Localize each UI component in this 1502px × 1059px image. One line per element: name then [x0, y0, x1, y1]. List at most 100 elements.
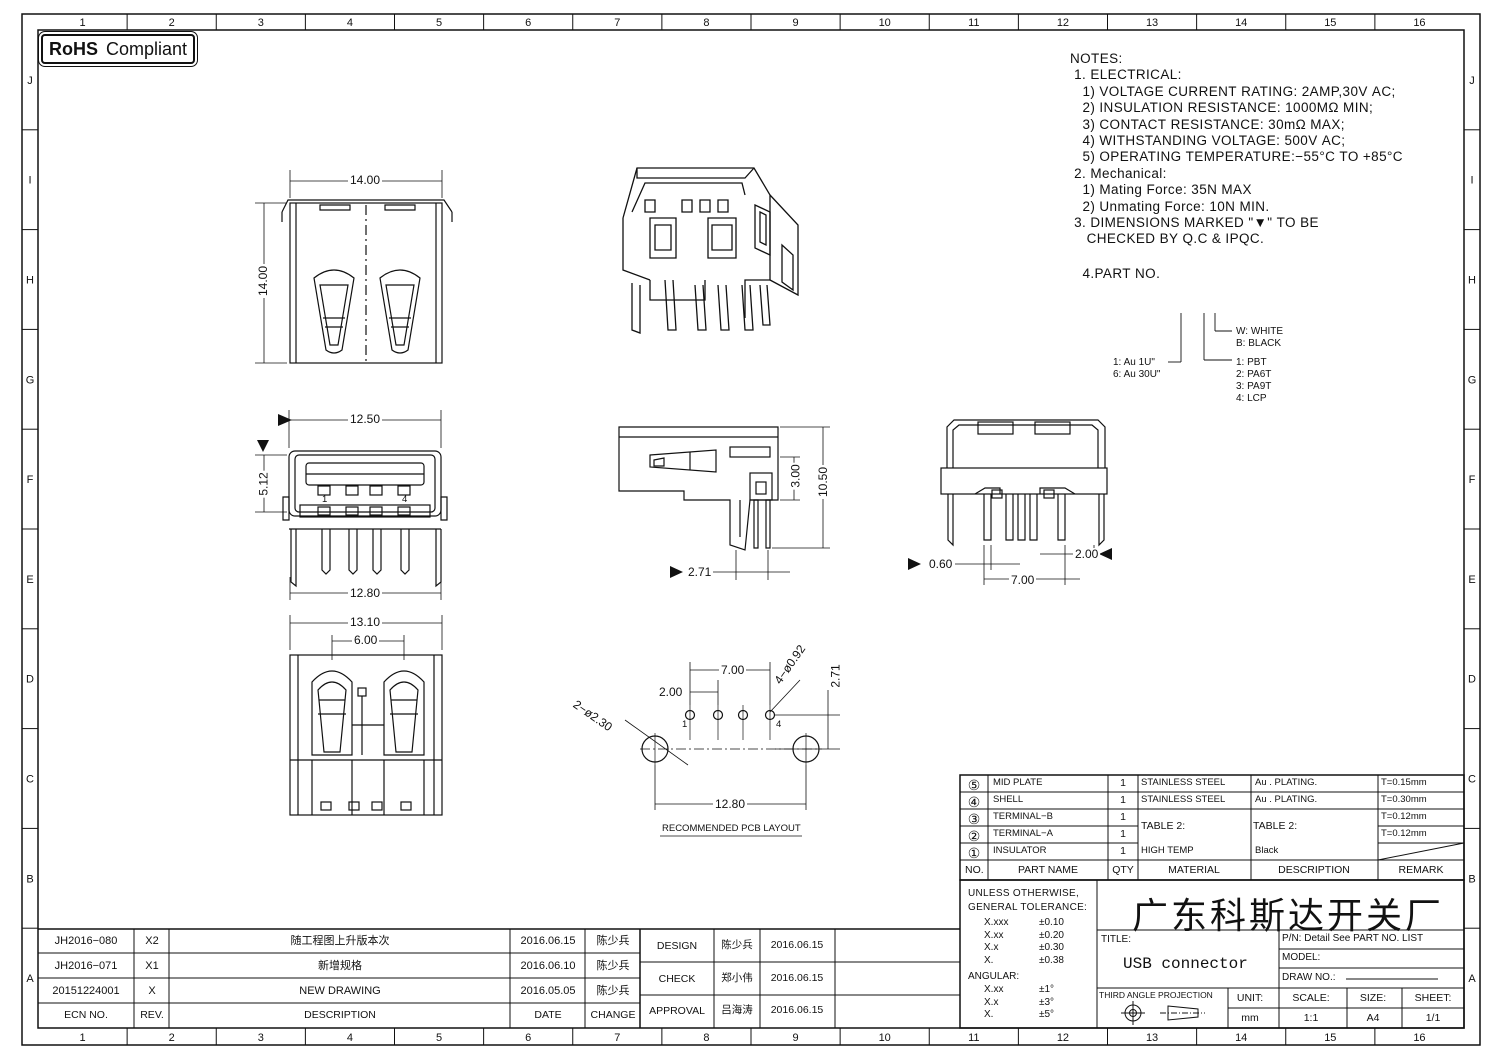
- plating-option: 1: Au 1U": [1113, 357, 1155, 368]
- grid-column-label: 2: [169, 1032, 175, 1044]
- bom-header: PART NAME: [1017, 864, 1079, 876]
- dim-pcb-span: 7.00: [719, 663, 747, 677]
- title-block-lines: [959, 879, 1465, 1029]
- tolerance-class: X.: [984, 1009, 994, 1020]
- sheet-value: 1/1: [1425, 1012, 1441, 1024]
- grid-column-label: 7: [614, 17, 620, 29]
- grid-column-label: 9: [793, 17, 799, 29]
- bom-qty: 1: [1120, 794, 1126, 806]
- revision-header: CHANGE: [590, 1009, 636, 1021]
- bottom-view: [289, 615, 443, 816]
- check-mark-arrow: [257, 440, 269, 452]
- color-option: W: WHITE: [1236, 326, 1284, 337]
- tolerance-title: GENERAL TOLERANCE:: [968, 902, 1088, 913]
- sheet-label: SHEET:: [1414, 992, 1452, 1004]
- grid-column-label: 15: [1324, 1032, 1336, 1044]
- grid-column-label: 10: [879, 1032, 891, 1044]
- revision-header: ECN NO.: [64, 1009, 108, 1021]
- pin-label: 4: [402, 494, 408, 505]
- note-line: 1. ELECTRICAL:: [1070, 67, 1182, 83]
- part-no-leaders: [1168, 313, 1232, 363]
- company-name: 广东科斯达开关厂: [1132, 896, 1445, 937]
- dim-bottom-inner: 6.00: [352, 633, 380, 647]
- tolerance-value: ±5°: [1039, 1009, 1055, 1020]
- bom-part-name: SHELL: [993, 794, 1024, 805]
- revision-table-lines: [38, 928, 960, 1028]
- grid-row-label: D: [1468, 674, 1476, 686]
- grid-column-label: 14: [1235, 1032, 1247, 1044]
- pcb-layout: [624, 662, 840, 837]
- check-mark-arrow: [670, 566, 683, 578]
- grid-column-label: 9: [793, 1032, 799, 1044]
- bom-description: Au . PLATING.: [1255, 777, 1318, 788]
- bom-remark: T=0.12mm: [1381, 828, 1427, 839]
- bom-header: NO.: [965, 864, 984, 876]
- approval-date: 2016.06.15: [770, 1004, 824, 1016]
- drawing-title: USB connector: [1123, 955, 1248, 973]
- dim-side-offset: 2.71: [686, 565, 714, 579]
- grid-row-label: B: [26, 873, 33, 885]
- bom-no: ①: [967, 845, 981, 861]
- dim-front-bottom: 12.80: [348, 586, 383, 600]
- tolerance-class: X.x: [984, 942, 999, 953]
- grid-column-label: 4: [347, 17, 353, 29]
- size-label: SIZE:: [1359, 992, 1387, 1004]
- bom-header: MATERIAL: [1168, 864, 1220, 876]
- note-line: 3) CONTACT RESISTANCE: 30mΩ MAX;: [1070, 116, 1345, 132]
- color-option: B: BLACK: [1236, 338, 1282, 349]
- bom-remark: T=0.15mm: [1381, 777, 1427, 788]
- dim-bottom-width: 13.10: [348, 615, 383, 629]
- rear-view: [940, 419, 1112, 585]
- revision-header: DATE: [534, 1009, 562, 1021]
- grid-row-label: G: [26, 374, 35, 386]
- grid-column-label: 1: [80, 17, 86, 29]
- pin-label: 1: [682, 719, 688, 730]
- bom-table-lines: [959, 774, 1465, 881]
- grid-column-label: 8: [703, 17, 709, 29]
- bom-no: ④: [967, 794, 981, 810]
- dim-pcb-offset: 2.71: [828, 664, 843, 688]
- projection-label: THIRD ANGLE PROJECTION: [1099, 990, 1213, 1000]
- grid-column-label: 13: [1146, 17, 1158, 29]
- revision-header: REV.: [140, 1009, 164, 1021]
- material-option: 2: PA6T: [1236, 369, 1272, 380]
- revision-description: 随工程图上升版本次: [290, 935, 390, 947]
- bom-part-name: INSULATOR: [993, 845, 1047, 856]
- revision-ecn: 20151224001: [52, 985, 120, 997]
- grid-column-label: 12: [1057, 17, 1069, 29]
- revision-description: NEW DRAWING: [299, 985, 381, 997]
- revision-ecn: JH2016−071: [54, 960, 118, 972]
- grid-column-label: 16: [1413, 17, 1425, 29]
- material-option: 1: PBT: [1236, 357, 1267, 368]
- bom-header: QTY: [1112, 864, 1134, 876]
- grid-column-label: 15: [1324, 17, 1336, 29]
- grid-row-label: E: [26, 574, 33, 586]
- tolerance-class: X.x: [984, 996, 999, 1008]
- grid-row-label: D: [26, 674, 34, 686]
- approval-name: 吕海涛: [721, 1004, 753, 1016]
- revision-date: 2016.06.15: [520, 935, 576, 947]
- check-mark-arrow: [908, 558, 921, 570]
- grid-column-label: 16: [1413, 1032, 1425, 1044]
- grid-column-label: 4: [347, 1032, 353, 1044]
- dim-front-width: 12.50: [348, 412, 383, 426]
- grid-row-label: I: [1470, 175, 1473, 187]
- check-mark-arrow: [1099, 548, 1112, 560]
- unit-value: mm: [1241, 1012, 1259, 1024]
- grid-column-label: 12: [1057, 1032, 1069, 1044]
- bom-qty: 1: [1120, 828, 1126, 840]
- approval-name: 郑小伟: [721, 972, 753, 984]
- bom-qty: 1: [1120, 811, 1126, 823]
- pcb-layout-label: RECOMMENDED PCB LAYOUT: [662, 823, 801, 834]
- tolerance-value: ±0.30: [1039, 942, 1064, 953]
- note-line: 1) Mating Force: 35N MAX: [1070, 182, 1252, 198]
- grid-column-label: 3: [258, 1032, 264, 1044]
- tolerance-title: UNLESS OTHERWISE,: [968, 888, 1080, 899]
- bom-remark: T=0.12mm: [1381, 811, 1427, 822]
- bom-qty: 1: [1120, 777, 1126, 789]
- dim-rear-span: 7.00: [1009, 573, 1037, 587]
- revision-change: 陈少兵: [596, 960, 630, 972]
- grid-row-label: H: [1468, 275, 1476, 287]
